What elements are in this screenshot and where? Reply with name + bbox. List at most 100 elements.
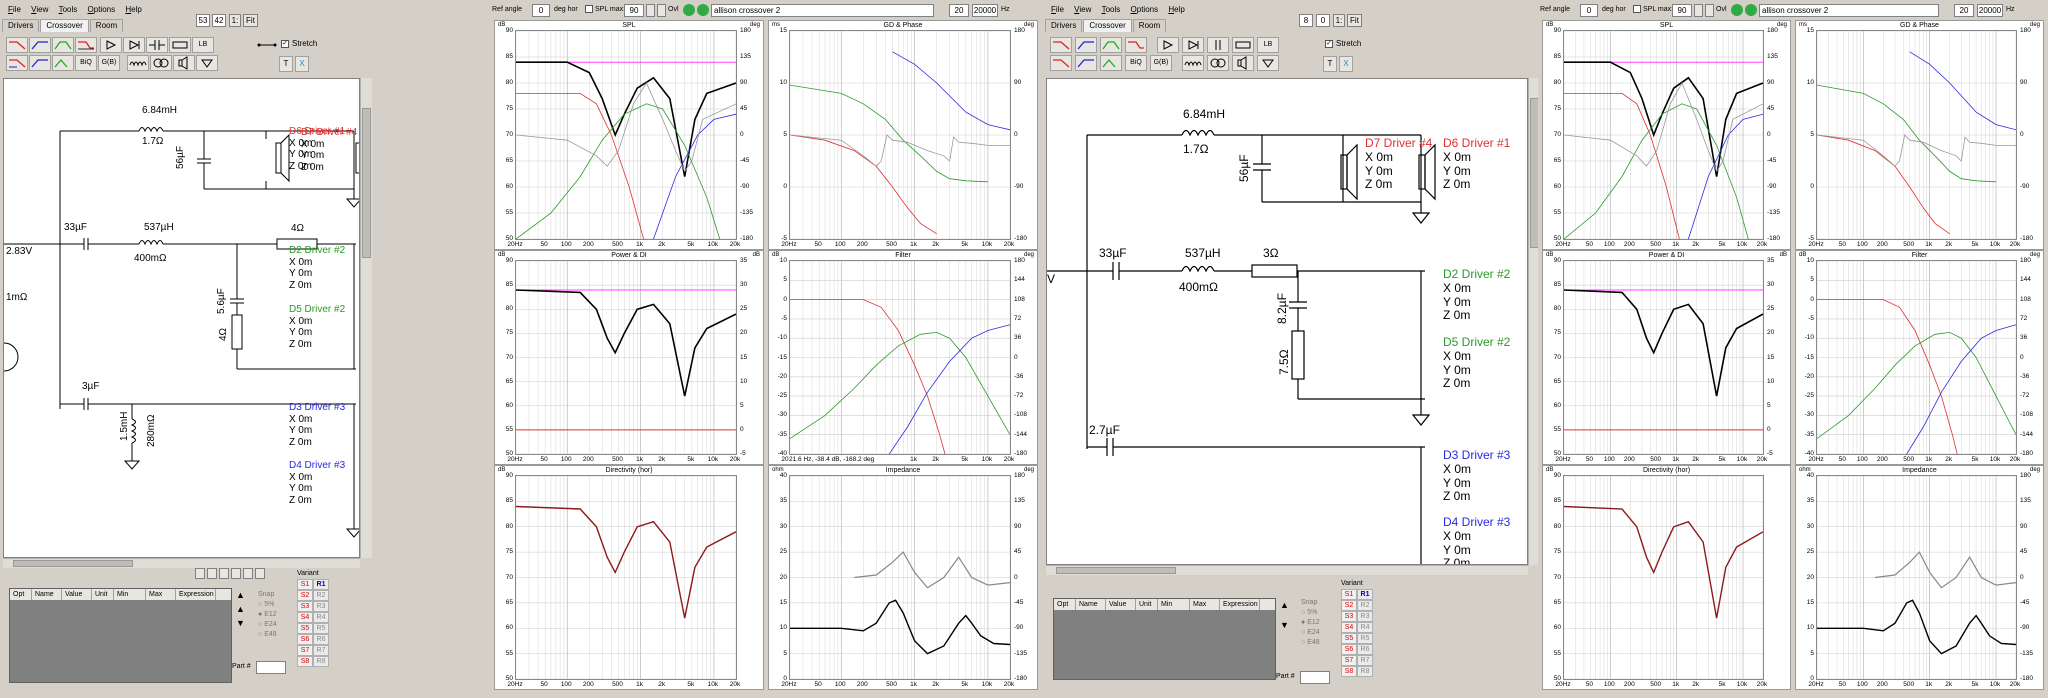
nav-prev[interactable] bbox=[207, 568, 217, 579]
left-spl-max-spinner[interactable] bbox=[646, 4, 655, 17]
right-tab-crossover[interactable]: Crossover bbox=[1083, 19, 1132, 32]
right-variant-r1[interactable]: R1 bbox=[1357, 589, 1373, 600]
move-up-button[interactable]: ▲ bbox=[236, 590, 245, 600]
right-parameter-grid[interactable]: Opt Name Value Unit Min Max Expression bbox=[1053, 598, 1276, 680]
left-spl-max-input[interactable]: 90 bbox=[624, 4, 644, 17]
right-lb-tool[interactable]: LB bbox=[1257, 37, 1279, 53]
nav-next[interactable] bbox=[219, 568, 229, 579]
shelf-tool[interactable] bbox=[75, 37, 97, 53]
right-menu-file[interactable]: File bbox=[1051, 5, 1064, 14]
right-add-overlay-button[interactable] bbox=[1731, 4, 1743, 16]
right-delete-tool[interactable]: X bbox=[1339, 56, 1353, 72]
right-variant-s4[interactable]: S4 bbox=[1341, 622, 1357, 633]
notch-tool[interactable] bbox=[52, 37, 74, 53]
right-spl-plot-area[interactable] bbox=[1563, 30, 1764, 240]
ground-tool[interactable] bbox=[196, 55, 218, 71]
right-allpass-tool[interactable] bbox=[1100, 55, 1122, 71]
right-stretch-checkbox[interactable]: ✓ bbox=[1325, 40, 1333, 48]
right-variant-s2[interactable]: S2 bbox=[1341, 600, 1357, 611]
right-menu-help[interactable]: Help bbox=[1168, 5, 1185, 14]
lb-tool[interactable]: LB bbox=[192, 37, 214, 53]
delete-tool[interactable]: X bbox=[295, 56, 309, 72]
right-gd-plot-area[interactable] bbox=[1816, 30, 2017, 240]
nav-add[interactable] bbox=[231, 568, 241, 579]
move-up-alt-button[interactable]: ▲ bbox=[236, 604, 245, 614]
right-spl-max-spinner[interactable] bbox=[1694, 4, 1703, 17]
right-zoom-ratio-button[interactable]: 1: bbox=[1333, 14, 1345, 27]
menu-file[interactable]: File bbox=[8, 5, 21, 14]
right-speaker-pair-tool[interactable] bbox=[1182, 37, 1204, 53]
snap-5pct[interactable]: ○ 5% bbox=[258, 601, 275, 608]
menu-options[interactable]: Options bbox=[87, 5, 116, 14]
grid-y-input[interactable]: 42 bbox=[212, 14, 226, 27]
right-notch-tool[interactable] bbox=[1100, 37, 1122, 53]
variant-s4[interactable]: S4 bbox=[297, 612, 313, 623]
left-gd-plot-area[interactable] bbox=[789, 30, 1011, 240]
right-bandpass-tool[interactable] bbox=[1075, 37, 1097, 53]
col-max[interactable]: Max bbox=[146, 589, 176, 600]
tab-crossover[interactable]: Crossover bbox=[40, 19, 89, 32]
right-menu-view[interactable]: View bbox=[1074, 5, 1092, 14]
right-capacitor-tool[interactable] bbox=[1207, 37, 1229, 53]
snap-e12[interactable]: ● E12 bbox=[258, 611, 277, 618]
right-filter-plot-area[interactable] bbox=[1816, 260, 2017, 455]
right-gb-tool[interactable]: G(B) bbox=[1150, 55, 1172, 71]
right-driver-tool[interactable] bbox=[1232, 55, 1254, 71]
variant-s1[interactable]: S1 bbox=[297, 579, 313, 590]
variant-s7[interactable]: S7 bbox=[297, 645, 313, 656]
left-filter-plot-area[interactable] bbox=[789, 260, 1011, 455]
gb-tool[interactable]: G(B) bbox=[98, 55, 120, 71]
right-impedance-plot-area[interactable] bbox=[1816, 475, 2017, 680]
left-add-overlay-button[interactable] bbox=[683, 4, 695, 16]
right-text-tool[interactable]: T bbox=[1323, 56, 1337, 72]
allpass-tool[interactable] bbox=[52, 55, 74, 71]
right-transformer-tool[interactable] bbox=[1207, 55, 1229, 71]
variant-s8[interactable]: S8 bbox=[297, 656, 313, 667]
variant-r1[interactable]: R1 bbox=[313, 579, 329, 590]
left-spl-max-checkbox[interactable] bbox=[585, 5, 593, 13]
variant-r7[interactable]: R7 bbox=[313, 645, 329, 656]
right-col-value[interactable]: Value bbox=[1106, 599, 1136, 610]
speaker-pair-tool[interactable] bbox=[123, 37, 145, 53]
right-biq-tool[interactable]: BiQ bbox=[1125, 55, 1147, 71]
hscroll-thumb[interactable] bbox=[13, 560, 133, 567]
right-snap-e12[interactable]: ● E12 bbox=[1301, 619, 1320, 626]
transformer-tool[interactable] bbox=[150, 55, 172, 71]
right-shelf-tool[interactable] bbox=[1125, 37, 1147, 53]
right-vscroll-thumb[interactable] bbox=[1530, 98, 1538, 248]
variant-r6[interactable]: R6 bbox=[313, 634, 329, 645]
right-spl-max-checkbox[interactable] bbox=[1633, 5, 1641, 13]
left-remove-overlay-button[interactable] bbox=[697, 4, 709, 16]
inductor-tool[interactable] bbox=[127, 55, 149, 71]
nav-last[interactable] bbox=[255, 568, 265, 579]
right-variant-r4[interactable]: R4 bbox=[1357, 622, 1373, 633]
right-grid-x-input[interactable]: 8 bbox=[1299, 14, 1313, 27]
right-variant-s3[interactable]: S3 bbox=[1341, 611, 1357, 622]
left-directivity-plot-area[interactable] bbox=[515, 475, 737, 680]
menu-tools[interactable]: Tools bbox=[58, 5, 78, 14]
right-variant-r8[interactable]: R8 bbox=[1357, 666, 1373, 677]
right-spl-max-input[interactable]: 90 bbox=[1672, 4, 1692, 17]
tab-drivers[interactable]: Drivers bbox=[2, 19, 40, 32]
right-lowpass-tool[interactable] bbox=[1075, 55, 1097, 71]
left-freq-max-input[interactable]: 20000 bbox=[972, 4, 998, 17]
right-col-max[interactable]: Max bbox=[1190, 599, 1220, 610]
right-part-number-input[interactable] bbox=[1300, 671, 1330, 684]
stretch-checkbox[interactable]: ✓ bbox=[281, 40, 289, 48]
right-overlay-name-input[interactable]: allison crossover 2 bbox=[1759, 4, 1939, 17]
fit-button[interactable]: Fit bbox=[243, 14, 258, 27]
right-tab-drivers[interactable]: Drivers bbox=[1045, 19, 1083, 32]
right-resistor-tool[interactable] bbox=[1232, 37, 1254, 53]
left-overlay-name-input[interactable]: allison crossover 2 bbox=[711, 4, 934, 17]
highpass-tool[interactable] bbox=[6, 37, 28, 53]
variant-s2[interactable]: S2 bbox=[297, 590, 313, 601]
resistor-tool[interactable] bbox=[169, 37, 191, 53]
nav-remove[interactable] bbox=[243, 568, 253, 579]
right-wire-tool[interactable] bbox=[1050, 55, 1072, 71]
right-snap-e24[interactable]: ○ E24 bbox=[1301, 629, 1320, 636]
right-variant-r7[interactable]: R7 bbox=[1357, 655, 1373, 666]
right-menu-options[interactable]: Options bbox=[1130, 5, 1159, 14]
col-unit[interactable]: Unit bbox=[92, 589, 114, 600]
col-value[interactable]: Value bbox=[62, 589, 92, 600]
right-directivity-plot-area[interactable] bbox=[1563, 475, 1764, 680]
